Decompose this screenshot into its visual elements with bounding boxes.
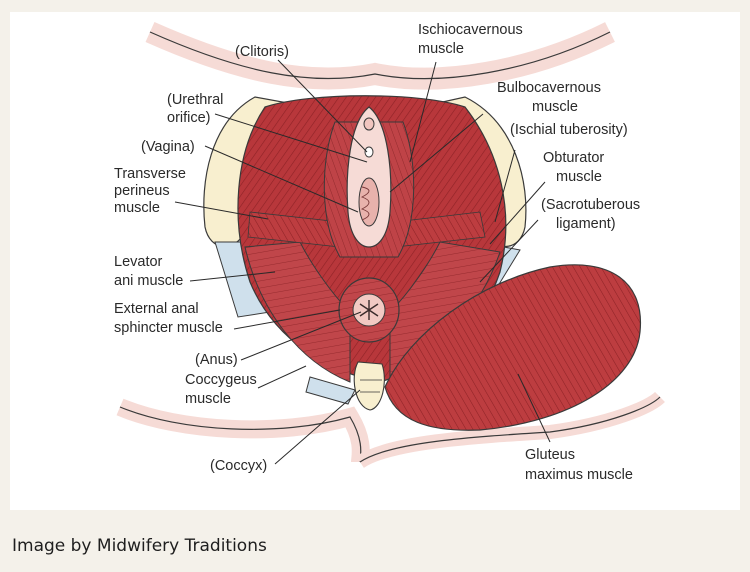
label-line: Transverse [114, 166, 186, 182]
label-coccygeus: Coccygeus muscle [185, 372, 261, 407]
anal-sphincter [338, 277, 400, 343]
label-anus: (Anus) [195, 352, 238, 368]
label-clitoris: (Clitoris) [235, 44, 289, 60]
anatomy-figure: (Clitoris) Ischiocavernous muscle (Ureth… [10, 12, 740, 510]
label-line: Coccygeus [185, 372, 257, 388]
label-line: muscle [185, 391, 231, 407]
label-line: muscle [556, 169, 602, 185]
vulva [346, 106, 392, 248]
label-urethral-orifice: (Urethral orifice) [167, 92, 227, 126]
label-line: Bulbocavernous [497, 80, 601, 96]
label-line: (Sacrotuberous [541, 197, 640, 213]
pelvic-floor-diagram: (Clitoris) Ischiocavernous muscle (Ureth… [114, 21, 665, 483]
label-line: ligament) [556, 216, 616, 232]
label-line: muscle [418, 41, 464, 57]
label-line: Ischiocavernous [418, 22, 523, 38]
label-line: Obturator [543, 150, 604, 166]
label-line: perineus [114, 183, 170, 199]
label-line: sphincter muscle [114, 320, 223, 336]
label-line: Levator [114, 254, 163, 270]
label-transverse-perineus: Transverse perineus muscle [114, 166, 190, 216]
label-line: muscle [532, 99, 578, 115]
label-line: orifice) [167, 110, 211, 126]
label-line: maximus muscle [525, 467, 633, 483]
label-sacrotuberous: (Sacrotuberous ligament) [541, 197, 644, 232]
label-bulbocavernosus: Bulbocavernous muscle [497, 80, 605, 115]
label-line: Gluteus [525, 447, 575, 463]
skin-outline [116, 21, 665, 469]
label-levator-ani: Levator ani muscle [114, 254, 183, 289]
labels: (Clitoris) Ischiocavernous muscle (Ureth… [114, 22, 644, 483]
label-external-anal-sphincter: External anal sphincter muscle [114, 301, 223, 336]
label-ischiocavernosus: Ischiocavernous muscle [418, 22, 527, 57]
label-line: ani muscle [114, 273, 183, 289]
label-gluteus-maximus: Gluteus maximus muscle [525, 447, 633, 483]
label-line: External anal [114, 301, 199, 317]
gluteus-maximus [384, 264, 642, 431]
label-ischial-tuberosity: (Ischial tuberosity) [510, 122, 628, 138]
label-coccyx: (Coccyx) [210, 458, 267, 474]
label-line: (Urethral [167, 92, 223, 108]
coccyx [353, 361, 385, 411]
label-line: muscle [114, 200, 160, 216]
image-credit-caption: Image by Midwifery Traditions [12, 536, 267, 556]
leader-lines [174, 59, 551, 465]
label-obturator: Obturator muscle [543, 150, 608, 185]
label-vagina: (Vagina) [141, 139, 195, 155]
